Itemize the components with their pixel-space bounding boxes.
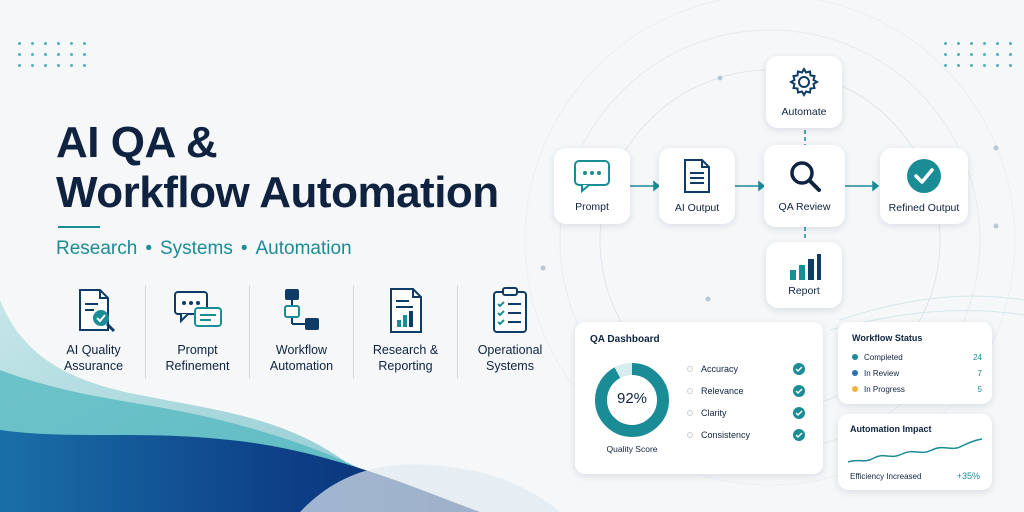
flow-step-automate[interactable]: Automate xyxy=(766,56,842,128)
status-dot xyxy=(852,370,858,376)
category-prompt-refinement: Prompt Refinement xyxy=(146,286,250,378)
automation-impact-title: Automation Impact xyxy=(850,424,932,434)
check-icon xyxy=(793,363,805,375)
criteria-row: Clarity xyxy=(687,403,805,423)
criteria-row: Relevance xyxy=(687,381,805,401)
impact-trend-line xyxy=(848,438,982,463)
category-research-reporting: Research & Reporting xyxy=(354,286,458,378)
category-label: Operational Systems xyxy=(477,343,543,373)
quality-score-label: Quality Score xyxy=(606,444,658,454)
page-title: AI QA & Workflow Automation xyxy=(56,118,499,218)
chat-bubbles-icon xyxy=(171,286,225,336)
category-label: Prompt Refinement xyxy=(165,343,230,373)
check-icon xyxy=(793,429,805,441)
status-dot xyxy=(852,354,858,360)
criteria-row: Consistency xyxy=(687,425,805,445)
gear-icon xyxy=(788,66,820,98)
flow-step-prompt[interactable]: Prompt xyxy=(554,148,630,224)
flow-step-qa-review[interactable]: QA Review xyxy=(764,145,845,227)
flow-step-label: Prompt xyxy=(575,201,609,213)
status-row: In Review 7 xyxy=(852,366,982,380)
magnifier-icon xyxy=(789,161,821,192)
flow-step-label: Refined Output xyxy=(888,202,960,214)
criteria-row: Accuracy xyxy=(687,359,805,379)
checklist-icon xyxy=(483,286,537,336)
impact-metric-value: +35% xyxy=(956,471,980,481)
tagline-item: Automation xyxy=(255,238,352,259)
flow-step-ai-output[interactable]: AI Output xyxy=(659,148,735,224)
impact-metric-label: Efficiency Increased xyxy=(850,472,922,481)
category-workflow-automation: Workflow Automation xyxy=(250,286,354,378)
flow-step-label: AI Output xyxy=(674,202,720,214)
automation-impact-panel: Automation Impact Efficiency Increased +… xyxy=(838,414,992,490)
category-label: Workflow Automation xyxy=(269,343,334,373)
quality-score-value: 92% xyxy=(616,390,648,407)
flow-step-report[interactable]: Report xyxy=(766,242,842,308)
tagline: Research•Systems•Automation xyxy=(56,238,352,259)
bar-chart-icon xyxy=(790,254,821,280)
category-label: Research & Reporting xyxy=(372,343,439,373)
title-line-1: AI QA & xyxy=(56,118,218,167)
qa-dashboard-panel: QA Dashboard 92% Quality Score Accuracy … xyxy=(575,322,823,474)
flow-step-label: Report xyxy=(788,285,820,297)
flow-step-label: QA Review xyxy=(778,201,831,213)
check-icon xyxy=(793,385,805,397)
dot-grid-left xyxy=(18,42,87,67)
title-line-2: Workflow Automation xyxy=(56,168,499,217)
check-icon xyxy=(793,407,805,419)
flow-step-refined-output[interactable]: Refined Output xyxy=(880,148,968,224)
workflow-status-title: Workflow Status xyxy=(852,333,923,343)
title-underline xyxy=(58,226,100,228)
quality-score-donut xyxy=(595,363,669,437)
status-dot xyxy=(852,386,858,392)
status-row: Completed 24 xyxy=(852,350,982,364)
flow-step-label: Automate xyxy=(781,106,827,118)
status-row: In Progress 5 xyxy=(852,382,982,396)
category-operational-systems: Operational Systems xyxy=(458,286,562,378)
check-circle-icon xyxy=(907,159,941,193)
dot-grid-right xyxy=(944,42,1013,67)
document-search-icon xyxy=(67,286,121,336)
workflow-status-panel: Workflow Status Completed 24 In Review 7… xyxy=(838,322,992,404)
qa-dashboard-title: QA Dashboard xyxy=(590,334,660,345)
category-label: AI Quality Assurance xyxy=(63,343,124,373)
chat-icon xyxy=(574,160,610,193)
category-ai-quality: AI Quality Assurance xyxy=(42,286,146,378)
flowchart-icon xyxy=(275,286,329,336)
tagline-item: Research xyxy=(56,238,138,259)
document-icon xyxy=(684,159,710,193)
report-chart-icon xyxy=(379,286,433,336)
tagline-item: Systems xyxy=(159,238,233,259)
category-list: AI Quality Assurance Prompt Refinement xyxy=(42,286,562,378)
